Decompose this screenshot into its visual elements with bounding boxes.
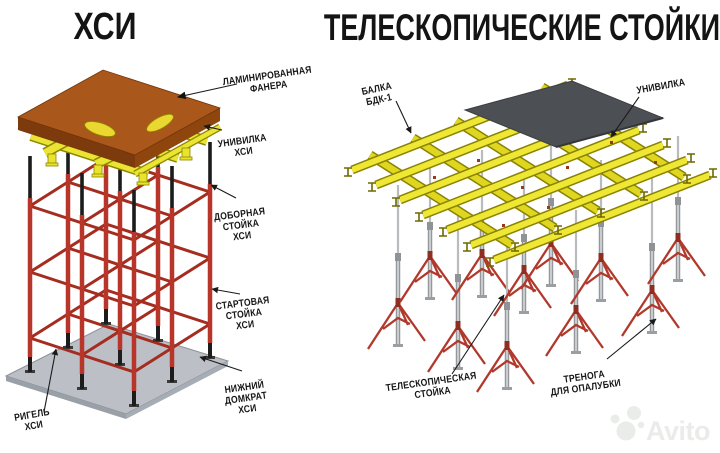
avito-logo-icon bbox=[610, 406, 645, 441]
base-plate bbox=[4, 323, 230, 419]
right-panel-title: ТЕЛЕСКОПИЧЕСКИЕ СТОЙКИ bbox=[323, 7, 720, 48]
arrow-telescopic-post bbox=[451, 294, 505, 375]
beam-brackets bbox=[45, 147, 193, 186]
xsi-scaffold-illustration bbox=[4, 69, 230, 419]
arrow-univilka bbox=[610, 96, 640, 138]
arrow-tripod bbox=[606, 318, 657, 360]
label-bottom-jack: НИЖНИЙ ДОМКРАТ ХСИ bbox=[223, 379, 268, 417]
arrow-univilka-xsi bbox=[203, 124, 223, 131]
arrow-plywood bbox=[176, 83, 238, 100]
telescopic-prop bbox=[621, 178, 680, 337]
label-starter-post: СТАРТОВАЯ СТОЙКА ХСИ bbox=[215, 295, 271, 333]
beam-clamps bbox=[433, 141, 657, 227]
avito-watermark: Avito bbox=[610, 406, 711, 446]
leader-arrows bbox=[43, 83, 657, 413]
scaffold-posts bbox=[27, 150, 213, 391]
arrow-beam bbox=[395, 100, 412, 134]
telescopic-prop bbox=[545, 210, 604, 357]
plywood-deck bbox=[17, 69, 221, 168]
deck-cutout bbox=[84, 121, 116, 137]
arrow-extension-post bbox=[210, 184, 237, 199]
telescopic-props-illustration bbox=[344, 78, 717, 393]
arrow-bottom-jack bbox=[199, 355, 243, 372]
arrow-starter-post bbox=[211, 286, 241, 295]
deck-cutout bbox=[146, 113, 174, 133]
telescopic-prop bbox=[399, 168, 458, 303]
arrow-ledger bbox=[43, 348, 59, 413]
label-extension-post: ДОБОРНАЯ СТОЙКА ХСИ bbox=[213, 206, 266, 244]
avito-watermark-text: Avito bbox=[646, 416, 710, 446]
bottom-jacks bbox=[25, 309, 215, 407]
left-panel-title: ХСИ bbox=[73, 6, 137, 48]
telescopic-prop bbox=[367, 185, 426, 350]
